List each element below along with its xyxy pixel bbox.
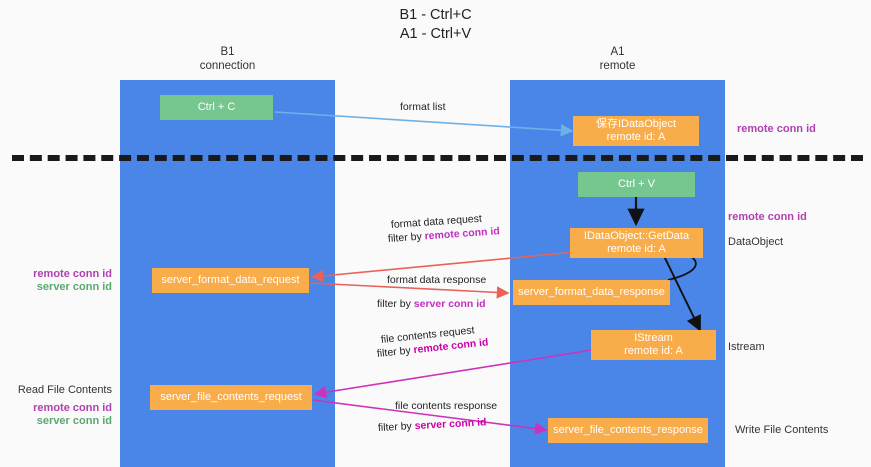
edge-file-contents-response [312,399,548,435]
node-server-format-data-response[interactable]: server_format_data_response [513,280,670,305]
filter-prefix: filter by [377,298,414,310]
node-idataobject-getdata[interactable]: IDataObject::GetData remote id: A [570,228,703,258]
filter-key-server-conn-id: server conn id [414,416,487,433]
phase-separator [12,155,863,161]
filter-prefix: filter by [387,230,426,245]
lane-title-a1: A1 remote [599,46,636,72]
node-idataobject-top[interactable]: 保存IDataObject remote id: A [573,116,699,146]
annot-right-dataobject: DataObject [728,236,784,248]
filter-key-server-conn-id: server conn id [413,298,486,310]
annot-right-remote-conn-id-mid: remote conn id [728,211,807,223]
annot-left-server-conn-id: server conn id [36,281,112,293]
annot-left-remote-conn-id: remote conn id [33,268,112,280]
annot-right-istream: Istream [728,341,765,353]
edge-response-to-getdata [667,255,697,281]
edge-label-format-data-response-filter: filter by server conn id [377,298,486,311]
annot-right-write-file-contents: Write File Contents [735,424,829,436]
annot-left-read-file-contents: Read File Contents [17,384,112,396]
node-server-format-data-request[interactable]: server_format_data_request [152,268,309,293]
node-server-file-contents-response[interactable]: server_file_contents_response [548,418,708,443]
edge-file-contents-request [313,349,593,399]
annot-left-server-conn-id-2: server conn id [36,415,112,427]
edge-format-data-response [309,282,510,299]
edge-label-format-list: format list [400,101,446,113]
node-ctrl-v[interactable]: Ctrl + V [578,172,695,197]
edge-format-data-request [310,251,576,283]
lane-title-b1: B1 connection [199,46,256,72]
filter-prefix: filter by [377,420,416,434]
annot-right-remote-conn-id-top: remote conn id [737,123,816,135]
page-title: B1 - Ctrl+C A1 - Ctrl+V [399,7,472,42]
node-istream[interactable]: IStream remote id: A [591,330,716,360]
node-server-file-contents-request[interactable]: server_file_contents_request [150,385,312,410]
node-ctrl-c[interactable]: Ctrl + C [160,95,273,120]
edge-getdata-to-istream [663,255,701,332]
edge-label-format-data-response: format data response [387,274,487,286]
filter-prefix: filter by [376,344,415,360]
annot-left-remote-conn-id-2: remote conn id [33,402,112,414]
edge-format-list [274,111,574,137]
edge-label-file-contents-response: file contents response [395,400,498,412]
